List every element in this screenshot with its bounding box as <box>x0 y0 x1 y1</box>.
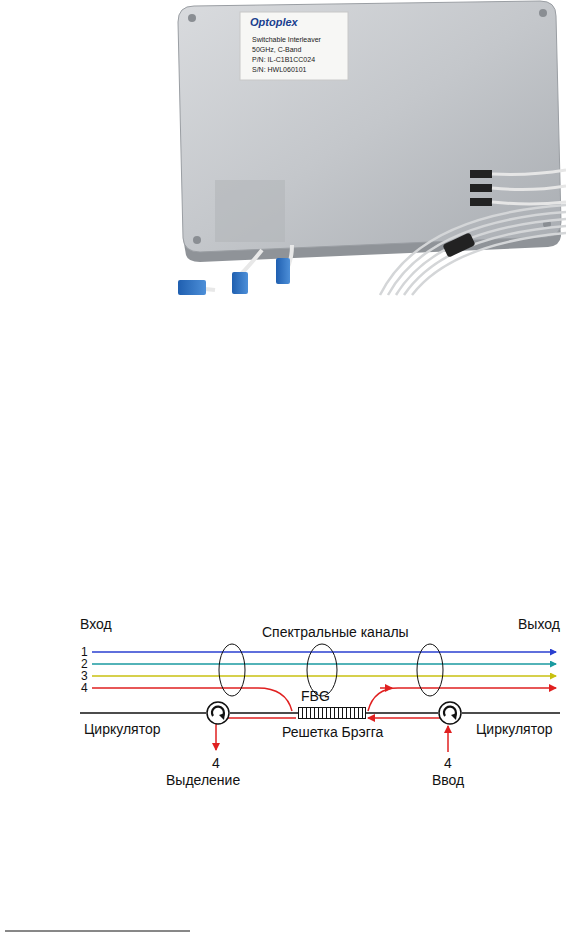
circulator-node: Циркулятор <box>206 701 230 725</box>
fibers <box>492 170 566 204</box>
add-path <box>368 717 446 719</box>
fiber-line <box>80 712 206 714</box>
node-label: Циркулятор <box>476 721 553 737</box>
add-path <box>447 726 449 752</box>
screw <box>193 236 201 244</box>
fiber-boot <box>470 170 492 178</box>
scheme-label: Выделение <box>166 772 240 788</box>
fiber-boot <box>470 198 492 206</box>
channel-number: 1 <box>81 645 88 659</box>
device-label-text: Optoplex <box>250 16 298 29</box>
scheme-label: Вход <box>80 616 112 632</box>
channel-line <box>92 651 556 652</box>
circulator-node: Циркулятор <box>438 701 462 725</box>
channel-4-out <box>368 688 556 711</box>
circulator-symbol <box>438 701 462 725</box>
device-label-text: S/N: HWL060101 <box>252 66 306 74</box>
screw <box>539 9 547 17</box>
arrow-head <box>380 687 392 689</box>
scheme-label: Спектральные каналы <box>262 624 409 640</box>
channel-line <box>92 675 556 676</box>
channel-number: 4 <box>444 755 452 771</box>
lc-connector <box>276 258 290 284</box>
device-label-text: 50GHz, C-Band <box>252 46 301 54</box>
channel-4-in <box>92 688 292 711</box>
bundle-ellipse <box>219 644 443 696</box>
channel-number: 4 <box>81 681 88 695</box>
channel-number: 2 <box>81 657 88 671</box>
channel-line <box>92 663 556 664</box>
node-caption: Решетка Брэгга <box>282 724 383 740</box>
tape <box>215 180 285 242</box>
fiber-connector <box>366 712 438 714</box>
device-label-text: Switchable Interleaver <box>252 36 321 44</box>
lc-connector <box>232 272 248 294</box>
channel-number: 4 <box>212 755 220 771</box>
node-label: Циркулятор <box>84 721 161 737</box>
fiber-coil <box>380 205 566 295</box>
screw <box>188 14 196 22</box>
device-label-text: P/N: IL-C1B1CC024 <box>252 56 315 64</box>
device-label <box>240 12 348 80</box>
scheme-label: Выход <box>518 616 560 632</box>
scheme-label: Ввод <box>432 772 464 788</box>
node-label: FBG <box>301 688 330 704</box>
fiber-boot <box>470 184 492 192</box>
channel-number: 3 <box>81 669 88 683</box>
coil-clip <box>442 232 475 257</box>
lc-connector <box>178 280 206 295</box>
fiber-connector <box>230 712 298 714</box>
circulator-symbol <box>206 701 230 725</box>
footnote-rule <box>5 931 190 932</box>
fiber-line <box>462 712 560 714</box>
bragg-grating: FBGРешетка Брэгга <box>298 707 366 719</box>
